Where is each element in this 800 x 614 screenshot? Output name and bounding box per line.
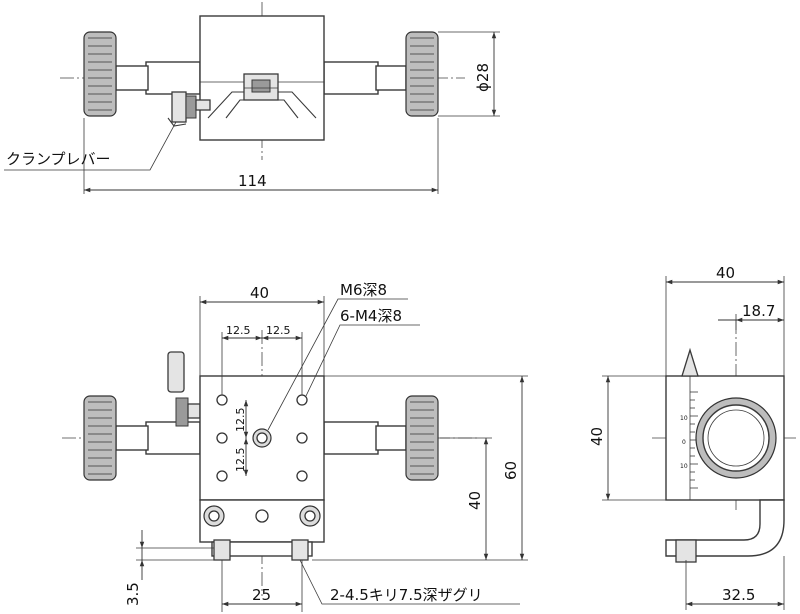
m4-hole-5 bbox=[216, 470, 228, 482]
side-view: 10 0 10 40 18.7 40 32.5 bbox=[588, 264, 796, 610]
left-shaft-collar bbox=[115, 65, 149, 91]
dim-35-text: 3.5 bbox=[124, 582, 142, 606]
front-clamp-hub bbox=[175, 397, 189, 427]
dim-187-text: 18.7 bbox=[742, 302, 775, 320]
dim-60-text: 60 bbox=[502, 461, 520, 480]
m4-hole-4 bbox=[296, 432, 308, 444]
front-clamp-lever[interactable] bbox=[167, 351, 185, 393]
dim-f40-text: 40 bbox=[250, 284, 269, 302]
front-right-knob[interactable] bbox=[405, 395, 439, 481]
dim-vpitch-lower-text: 12.5 bbox=[234, 448, 247, 473]
left-knob[interactable] bbox=[83, 31, 117, 117]
center-screw bbox=[251, 79, 271, 93]
counterbore-label: 2-4.5キリ7.5深ザグリ bbox=[330, 586, 483, 604]
dim-s40v-text: 40 bbox=[588, 427, 606, 446]
center-block bbox=[243, 73, 279, 101]
base-center-hole bbox=[255, 509, 269, 523]
front-left-knob[interactable] bbox=[83, 395, 117, 481]
dim-25-text: 25 bbox=[252, 586, 271, 604]
right-shaft-collar bbox=[375, 65, 407, 91]
counterbore-hole-left-inner bbox=[208, 510, 220, 522]
dim-phi28-text: ϕ28 bbox=[474, 63, 492, 92]
scale-label-bottom: 10 bbox=[680, 463, 688, 470]
front-foot-bolt-left bbox=[213, 539, 231, 561]
scale-label-top: 10 bbox=[680, 415, 688, 422]
counterbore-leader bbox=[299, 559, 520, 605]
front-left-collar bbox=[115, 425, 149, 451]
m4-hole-2 bbox=[296, 394, 308, 406]
m6-label: M6深8 bbox=[340, 281, 387, 299]
front-foot-bolt-right bbox=[291, 539, 309, 561]
front-right-collar bbox=[375, 425, 407, 451]
dim-vpitch-upper-text: 12.5 bbox=[234, 408, 247, 433]
clamp-lever-label: クランプレバー bbox=[6, 150, 111, 168]
front-left-shaft bbox=[145, 421, 201, 455]
dim-pitch-left-text: 12.5 bbox=[226, 324, 251, 337]
clamp-lever-leader bbox=[4, 121, 177, 171]
side-scale-pointer bbox=[681, 347, 699, 377]
front-right-shaft bbox=[323, 421, 379, 455]
m4-hole-3 bbox=[216, 432, 228, 444]
m4-label: 6-M4深8 bbox=[340, 307, 402, 325]
m6-hole-inner bbox=[256, 432, 268, 444]
dim-325-text: 32.5 bbox=[722, 586, 755, 604]
side-foot-bolt bbox=[675, 539, 697, 563]
left-shaft bbox=[145, 61, 201, 95]
front-base-foot bbox=[211, 541, 313, 557]
counterbore-hole-right-inner bbox=[304, 510, 316, 522]
clamp-lever-body[interactable] bbox=[171, 91, 187, 123]
side-knob-face bbox=[707, 409, 765, 467]
right-knob[interactable] bbox=[405, 31, 439, 117]
clamp-lever-screw bbox=[195, 99, 211, 111]
m4-leader bbox=[305, 324, 420, 397]
clamp-lever-hub bbox=[185, 95, 197, 119]
m4-hole-1 bbox=[216, 394, 228, 406]
dim-pitch-right-text: 12.5 bbox=[266, 324, 291, 337]
dim-f40v-text: 40 bbox=[466, 491, 484, 510]
dim-s40-text: 40 bbox=[716, 264, 735, 282]
side-scale-ticks bbox=[690, 391, 698, 489]
scale-label-mid: 0 bbox=[682, 439, 686, 446]
front-clamp-screw bbox=[187, 403, 201, 419]
m4-hole-6 bbox=[296, 470, 308, 482]
dim-114-text: 114 bbox=[238, 172, 267, 190]
side-knob-inner bbox=[702, 404, 770, 472]
m6-leader bbox=[267, 298, 408, 431]
front-view: 40 12.5 12.5 12.5 12.5 M6深8 6-M4深8 60 40… bbox=[62, 281, 528, 612]
right-shaft bbox=[323, 61, 379, 95]
top-view: 114 ϕ28 クランプレバー bbox=[4, 2, 500, 194]
